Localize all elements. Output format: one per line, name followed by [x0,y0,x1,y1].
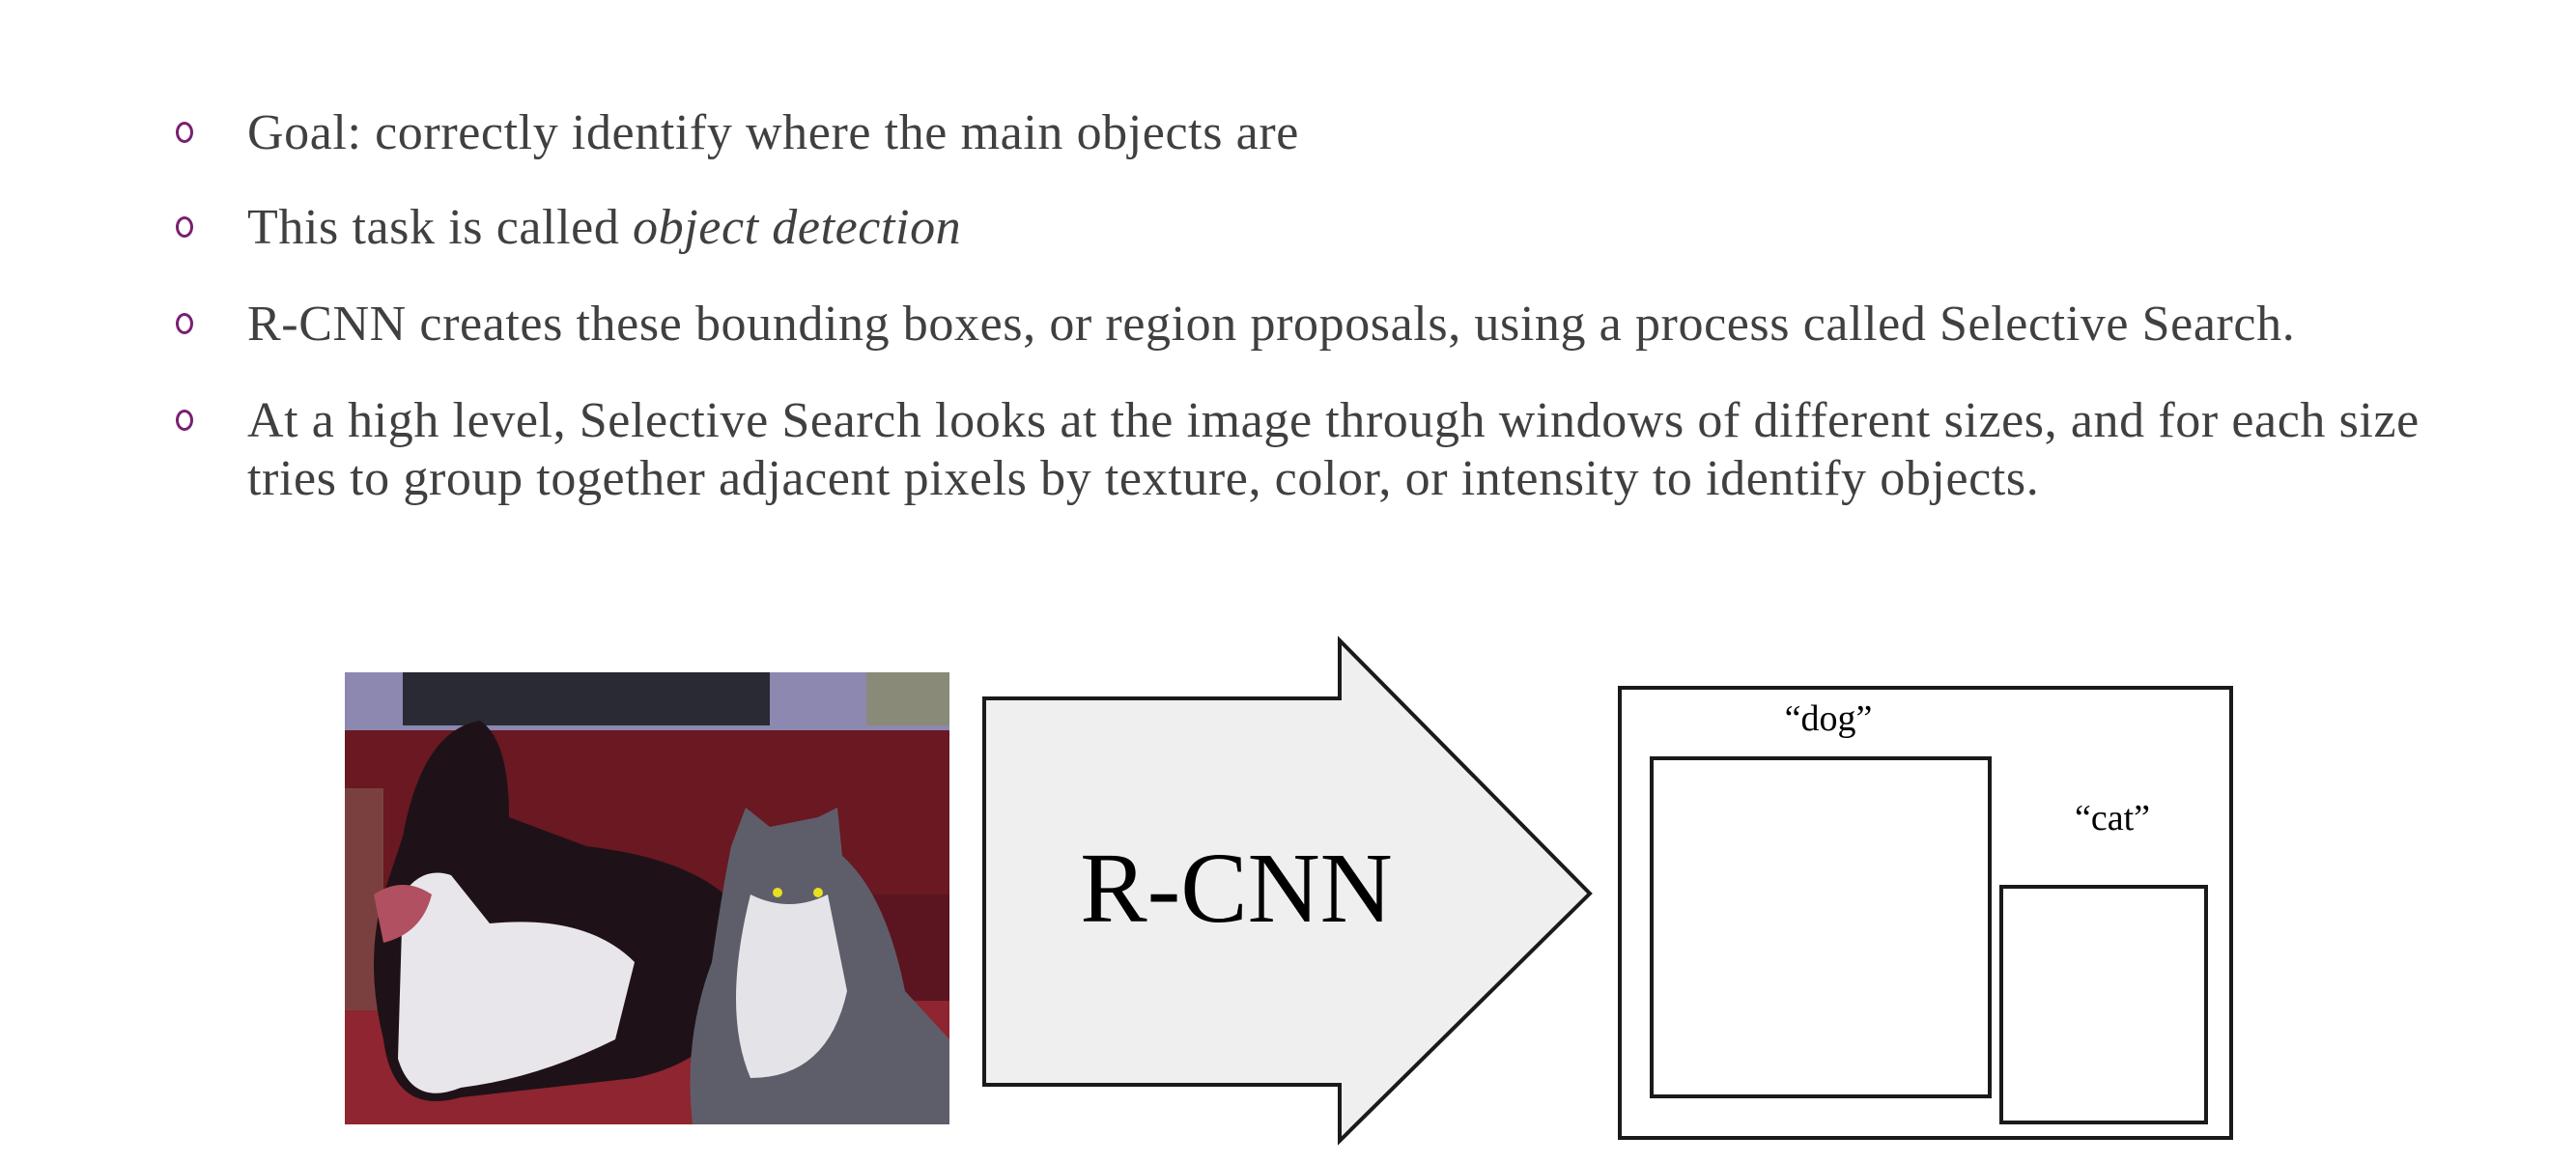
bullet-circle-icon [176,122,193,143]
bullet-circle-icon [176,313,193,334]
bullet-text: R-CNN creates these bounding boxes, or r… [247,297,2296,352]
dog-cat-photo [345,672,949,1124]
bullet-text: Goal: correctly identify where the main … [247,105,1299,160]
dog-label: “dog” [1784,698,1873,739]
bullet-task: This task is called object detection [176,199,962,257]
cat-label: “cat” [2074,798,2151,838]
bullet-text: This task is called [247,200,634,255]
cat-bounding-box [1999,885,2208,1124]
bullet-text-line1: At a high level, Selective Search looks … [247,393,2420,448]
bullet-selective-search: At a high level, Selective Search looks … [176,392,2420,508]
bullet-goal: Goal: correctly identify where the main … [176,104,1299,162]
rcnn-label: R-CNN [1080,833,1393,944]
bullet-text-line2: tries to group together adjacent pixels … [247,451,2040,506]
bullet-italic-term: object detection [633,200,962,255]
bullet-rcnn: R-CNN creates these bounding boxes, or r… [176,296,2296,354]
bullet-circle-icon [176,410,193,431]
output-image-frame [1618,686,2233,1140]
bullet-circle-icon [176,216,193,238]
dog-bounding-box [1650,756,1992,1098]
